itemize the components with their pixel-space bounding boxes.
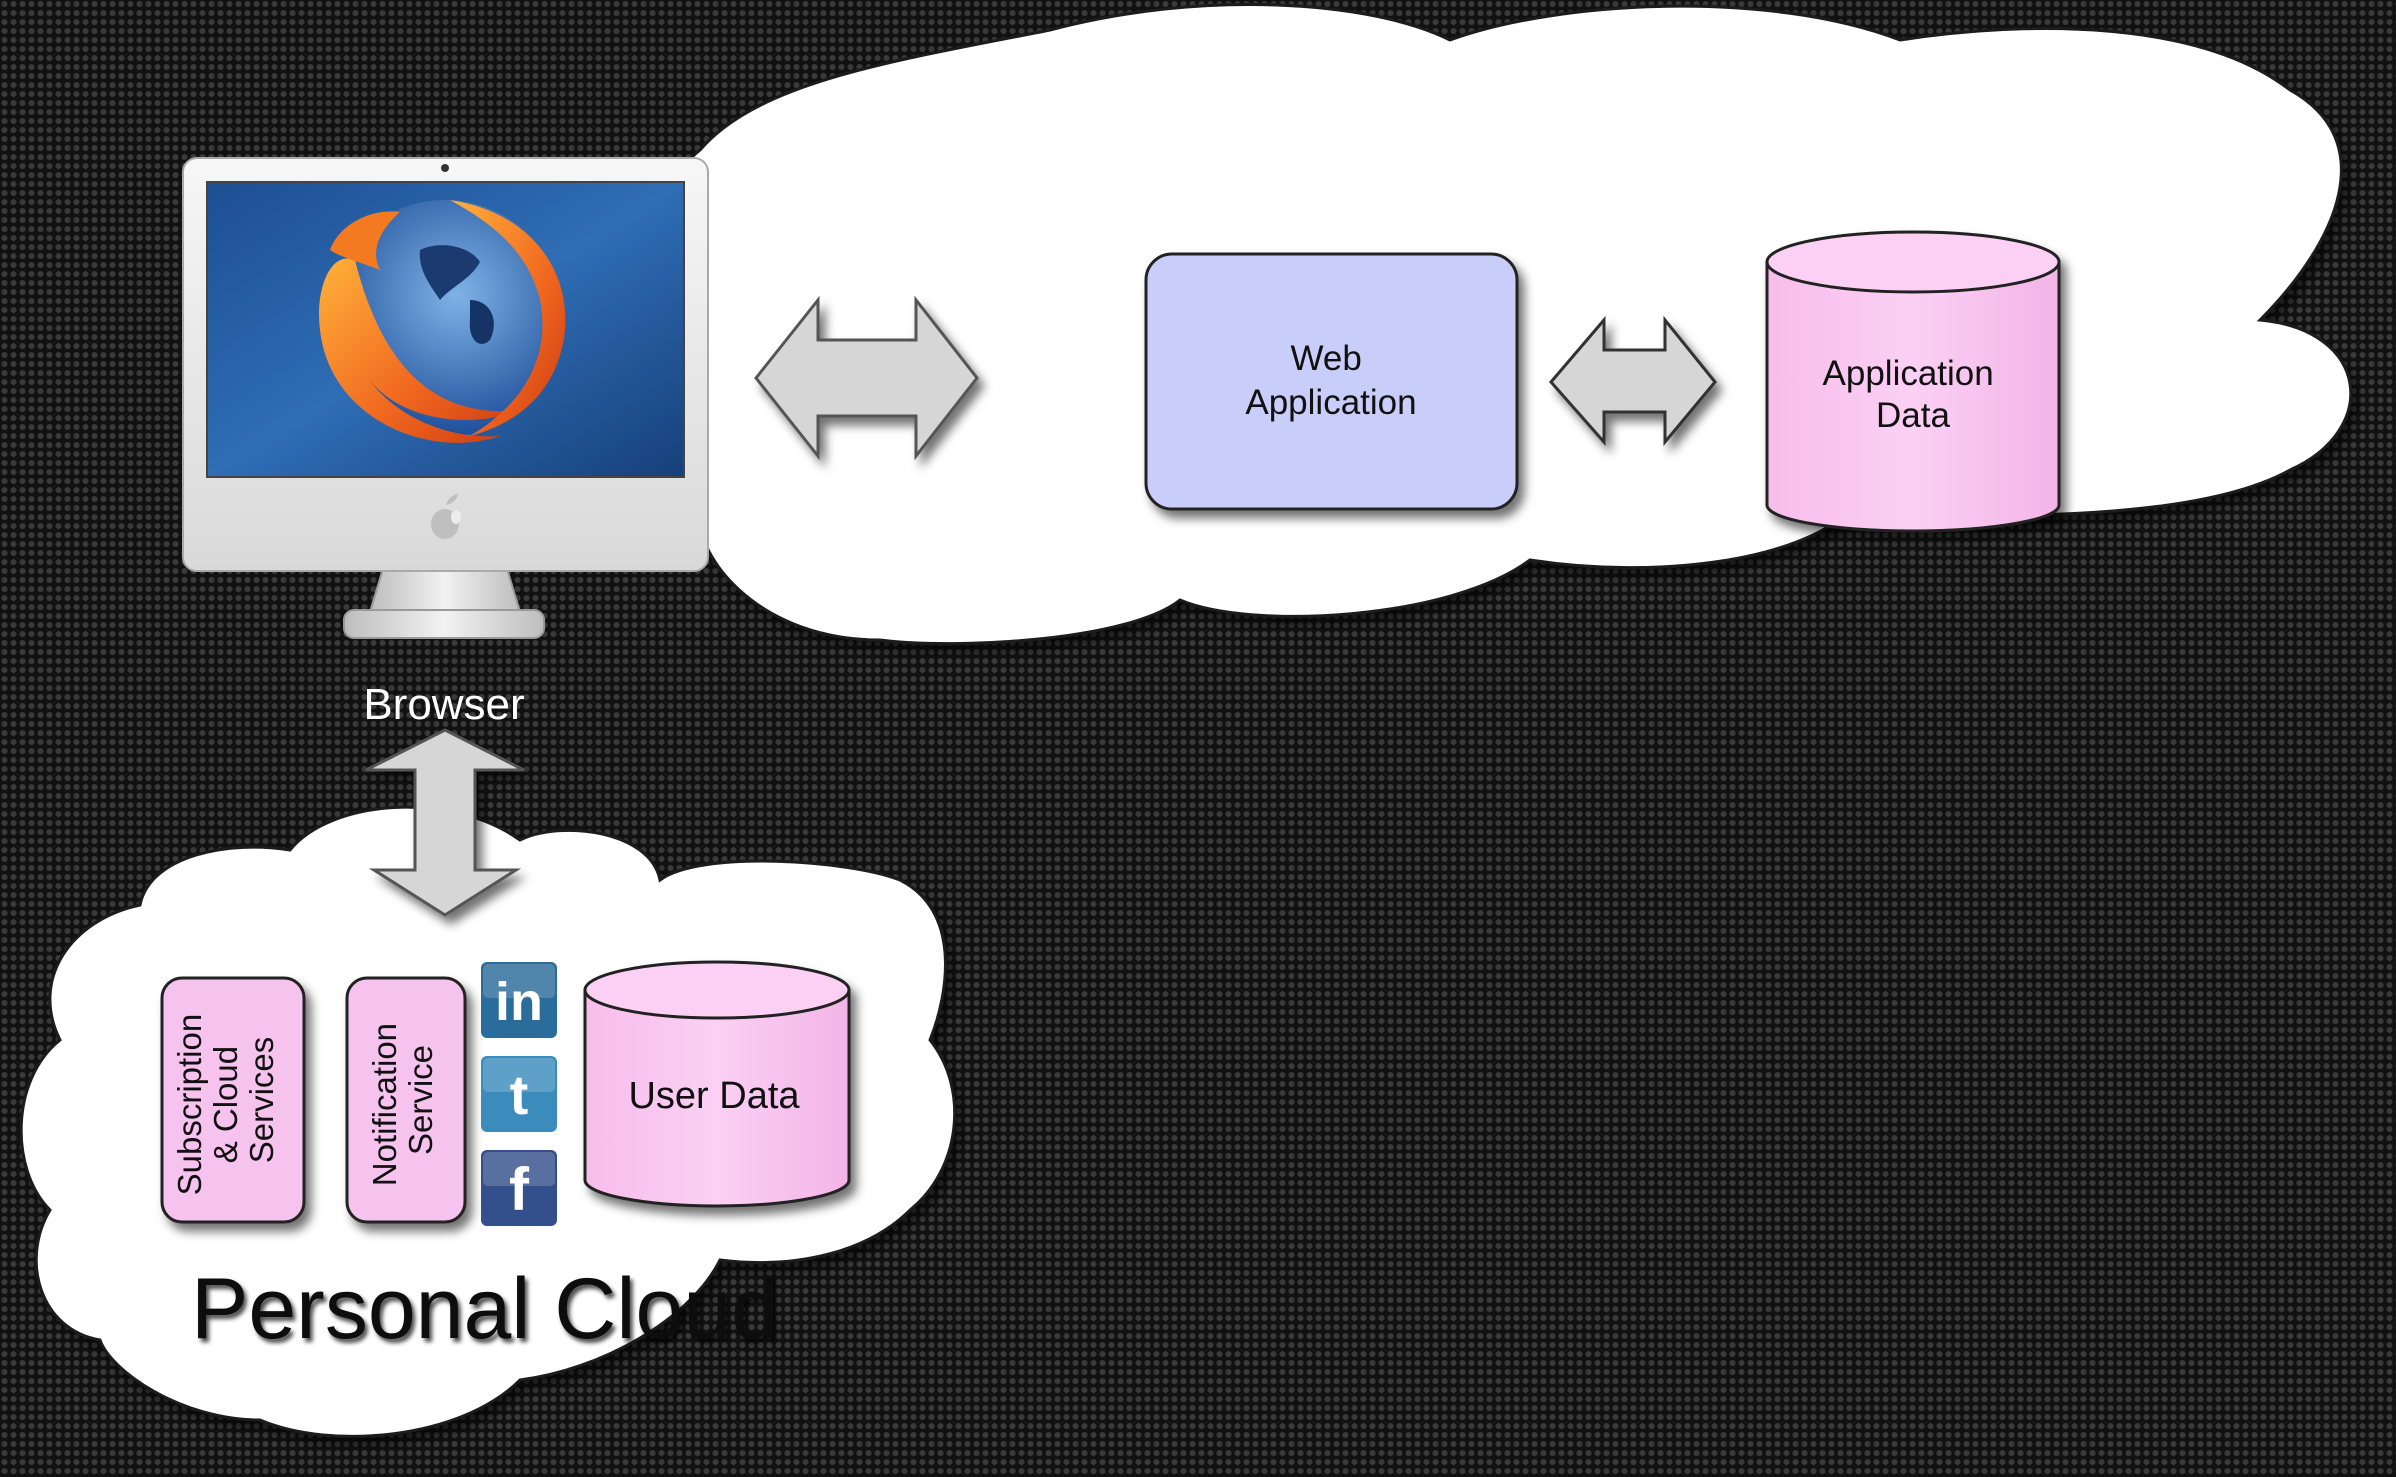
facebook-icon: f [481, 1150, 557, 1226]
apple-logo-icon [431, 494, 461, 539]
application-data-label: Application Data [1823, 354, 2004, 435]
subscription-services-label: Subscription & Cloud Services [171, 1005, 280, 1196]
svg-text:t: t [510, 1063, 529, 1126]
twitter-icon: t [481, 1056, 557, 1132]
user-data-database[interactable] [583, 960, 851, 1208]
svg-text:in: in [495, 972, 543, 1032]
browser-computer-icon [182, 157, 709, 639]
webapp-to-appdata-arrow [1549, 315, 1717, 447]
browser-label: Browser [363, 680, 524, 729]
browser-to-personal-cloud-arrow [365, 728, 525, 917]
user-data-label: User Data [628, 1075, 800, 1117]
web-application-box[interactable] [1144, 252, 1519, 511]
browser-to-webapp-arrow [754, 295, 979, 461]
monitor-base [343, 609, 545, 639]
subscription-services-box[interactable] [160, 976, 306, 1224]
firefox-logo-icon [319, 200, 566, 443]
notification-service-box[interactable] [345, 976, 467, 1224]
notification-service-label: Notification Service [366, 1014, 439, 1186]
svg-text:f: f [509, 1156, 530, 1223]
web-application-label: Web Application [1245, 339, 1416, 422]
personal-cloud-label: Personal Cloud [191, 1261, 779, 1357]
camera-dot [441, 164, 449, 172]
application-data-database[interactable] [1765, 230, 2061, 533]
linkedin-icon: in [481, 962, 557, 1038]
